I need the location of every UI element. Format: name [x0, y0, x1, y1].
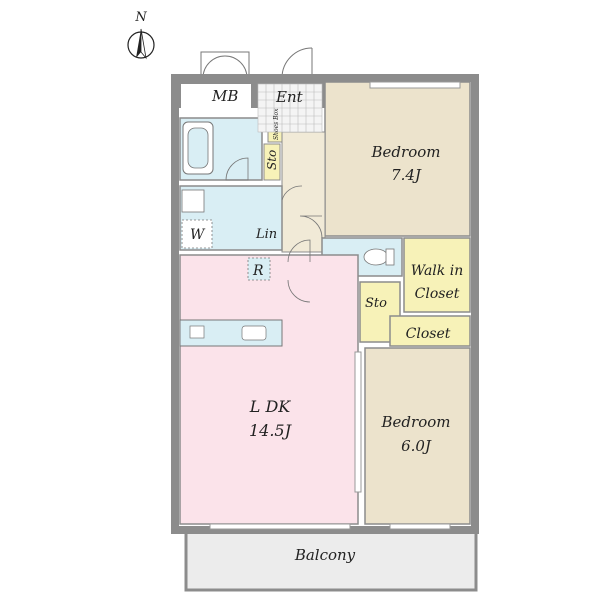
sto-mid-label: Sto	[365, 296, 387, 311]
ldk-name: L DK	[249, 397, 292, 416]
ent-label: Ent	[275, 88, 304, 106]
bedroom-south-name: Bedroom	[381, 413, 451, 431]
north-label: N	[134, 10, 147, 25]
refrigerator-box	[247, 257, 271, 281]
bedroom-north-floor	[324, 81, 471, 237]
sto-hall-floor	[263, 143, 281, 181]
south-windows	[209, 81, 461, 530]
ldk-floor	[179, 254, 359, 525]
walk-in-closet-line2: Closet	[415, 286, 460, 302]
bedroom-south-floor	[364, 347, 471, 525]
ldk-size: 14.5J	[249, 421, 293, 440]
walk-in-closet-line1: Walk in	[411, 263, 463, 279]
balcony-label: Balcony	[294, 546, 356, 564]
bedroom-north-size: 7.4J	[391, 166, 422, 184]
interior-door-swings	[281, 185, 323, 303]
hallway-floor	[281, 131, 326, 253]
w-label: W	[190, 227, 206, 243]
bedroom-south-size: 6.0J	[401, 437, 432, 455]
entrance-tiles	[257, 83, 323, 133]
lin-label: Lin	[255, 227, 277, 242]
sto-hall-label: Sto	[265, 150, 279, 170]
r-label: R	[252, 263, 264, 279]
kitchen-counter	[179, 319, 283, 347]
balcony-area	[184, 526, 478, 592]
shoes-box-label: Shoes Box	[273, 108, 280, 140]
mb-label: MB	[211, 87, 238, 105]
walk-in-closet-floor	[403, 237, 471, 313]
closet-floor	[389, 315, 471, 347]
north-arrow-icon	[127, 28, 155, 60]
entrance-doors	[200, 47, 313, 79]
closet-label: Closet	[406, 326, 451, 342]
bathtub-icon	[182, 121, 214, 175]
washbasin-icon	[181, 189, 205, 213]
toilet-icon	[363, 248, 395, 266]
bath-door-swing	[225, 157, 249, 181]
washer-box	[181, 219, 213, 249]
bedroom-north-name: Bedroom	[371, 143, 441, 161]
